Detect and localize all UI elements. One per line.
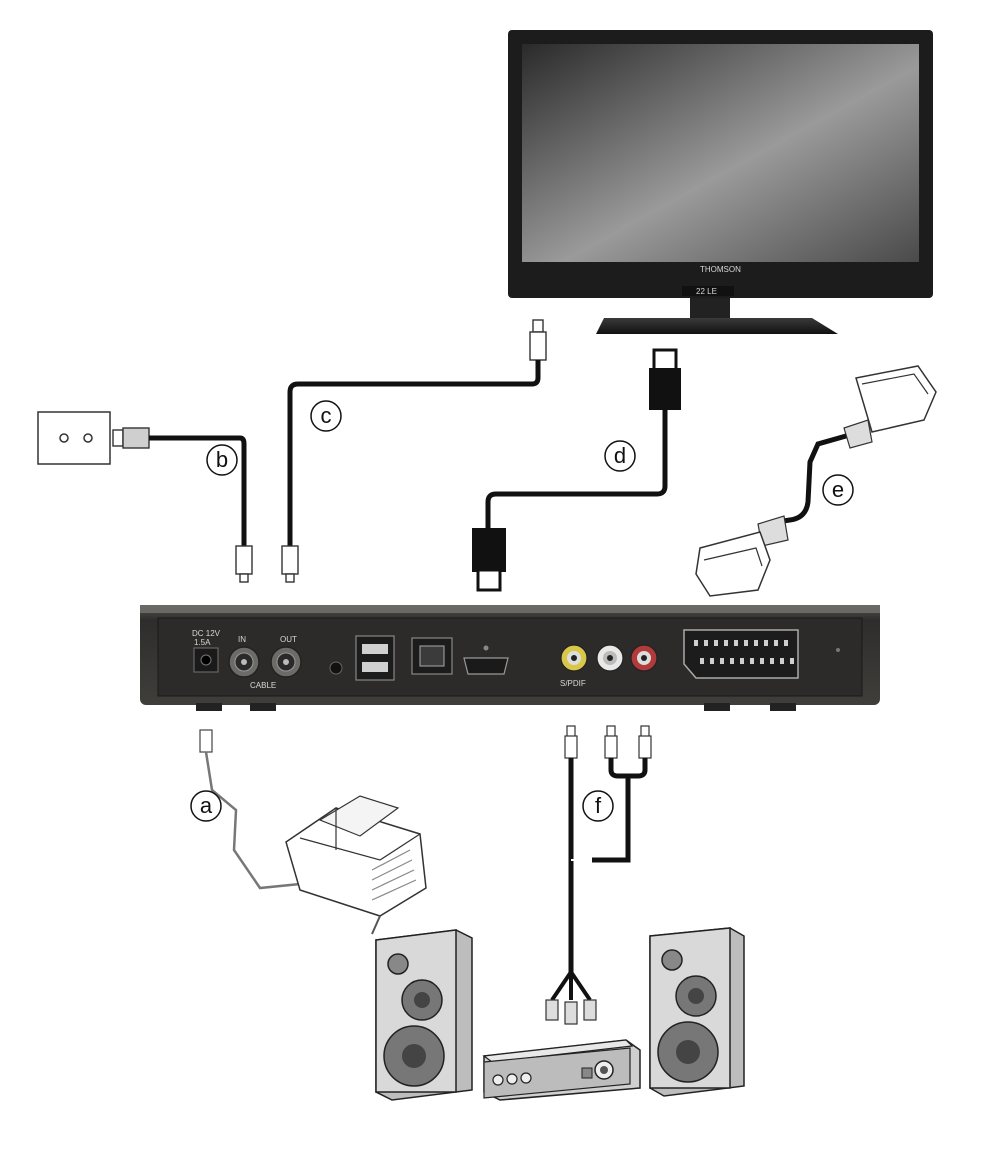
hdmi-port[interactable]	[463, 645, 509, 675]
usb-ports[interactable]	[355, 635, 395, 681]
svg-text:e: e	[832, 477, 844, 502]
svg-text:b: b	[216, 447, 228, 472]
speaker-left	[375, 929, 473, 1101]
ethernet-port[interactable]	[411, 637, 453, 675]
dc-voltage-label: DC 12V	[192, 629, 221, 638]
tv-brand-logo: THOMSON	[700, 265, 741, 274]
scart-socket[interactable]	[683, 629, 799, 679]
audio-left-connector[interactable]	[596, 644, 624, 672]
svg-text:c: c	[321, 403, 332, 428]
dc-current-label: 1.5A	[194, 638, 211, 647]
power-adapter	[199, 729, 427, 935]
antenna-wall-socket	[37, 411, 111, 465]
rf-in-connector[interactable]	[228, 646, 260, 678]
rf-in-label: IN	[238, 635, 246, 644]
spdif-label: S/PDIF	[560, 679, 586, 688]
svg-text:d: d	[614, 443, 626, 468]
cable-c-rf-to-tv	[281, 319, 547, 583]
cable-label: CABLE	[250, 681, 276, 690]
label-d: d	[604, 440, 636, 472]
receiver-back-panel: DC 12V 1.5A IN OUT CABLE	[140, 605, 880, 711]
audio-amplifier	[482, 1039, 641, 1101]
cable-e-scart	[695, 365, 937, 597]
label-c: c	[310, 400, 342, 432]
svg-text:f: f	[595, 793, 602, 818]
cable-f-audio	[545, 725, 652, 1025]
spdif-connector[interactable]	[560, 644, 588, 672]
label-a: a	[190, 790, 222, 822]
rf-out-connector[interactable]	[270, 646, 302, 678]
television: THOMSON 22 LE	[508, 30, 933, 334]
cable-d-hdmi	[472, 348, 681, 592]
label-e: e	[822, 474, 854, 506]
audio-right-connector[interactable]	[630, 644, 658, 672]
tv-model-badge: 22 LE	[696, 287, 717, 296]
small-jack[interactable]	[329, 661, 343, 675]
label-b: b	[206, 444, 238, 476]
svg-text:a: a	[200, 793, 213, 818]
tv-stand	[596, 318, 838, 334]
speaker-right	[649, 927, 745, 1097]
label-f: f	[582, 790, 614, 822]
rf-out-label: OUT	[280, 635, 297, 644]
cable-b-antenna	[112, 427, 253, 583]
